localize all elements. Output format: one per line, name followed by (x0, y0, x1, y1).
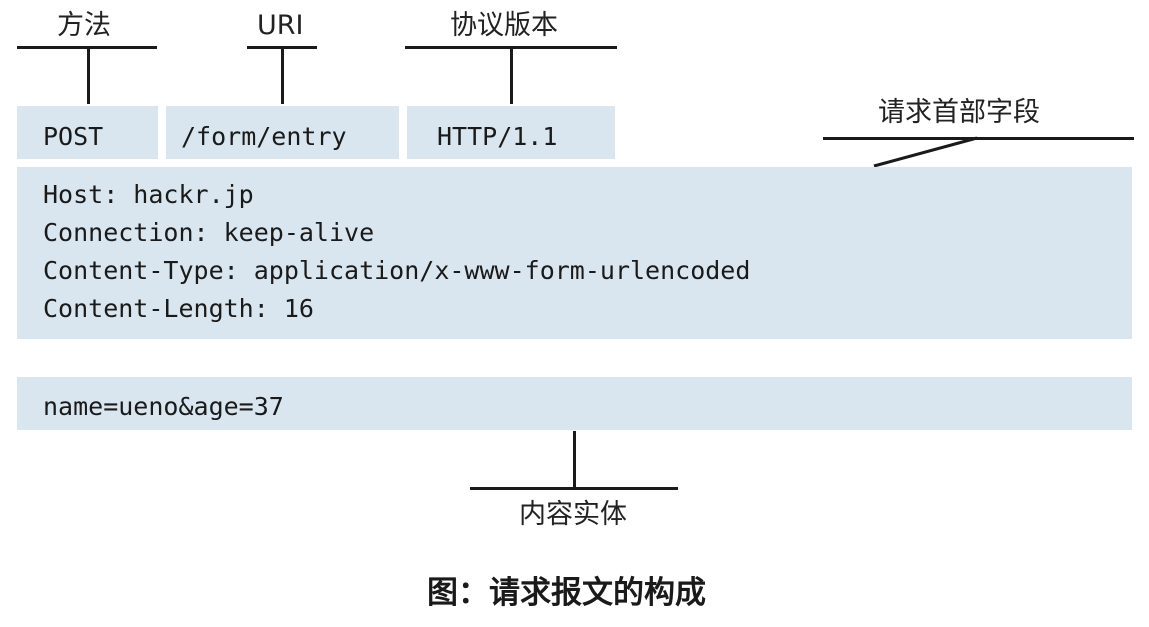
protocol-callout-vline (510, 46, 513, 104)
headers-callout-hline (823, 137, 1134, 140)
request-headers-label: 请求首部字段 (878, 97, 1040, 128)
version-box: HTTP/1.1 (407, 106, 615, 159)
version-value: HTTP/1.1 (437, 122, 558, 151)
header-connection: Connection: keep-alive (43, 218, 375, 247)
body-box: name=ueno&age=37 (17, 377, 1132, 430)
uri-box: /form/entry (166, 106, 399, 159)
header-content-length: Content-Length: 16 (43, 294, 314, 323)
uri-callout-vline (281, 46, 284, 104)
entity-callout-hline (470, 487, 678, 490)
method-box: POST (17, 106, 158, 159)
method-value: POST (43, 122, 104, 151)
headers-callout-slant (873, 136, 978, 168)
method-label: 方法 (57, 10, 111, 41)
figure-caption: 图：请求报文的构成 (427, 575, 706, 611)
uri-label: URI (257, 10, 304, 41)
header-host: Host: hackr.jp (43, 180, 254, 209)
entity-callout-vline (573, 431, 576, 489)
uri-value: /form/entry (181, 122, 347, 151)
header-content-type: Content-Type: application/x-www-form-url… (43, 256, 751, 285)
entity-body-label: 内容实体 (519, 499, 627, 530)
method-callout-vline (87, 46, 90, 104)
protocol-version-label: 协议版本 (450, 10, 558, 41)
body-value: name=ueno&age=37 (43, 392, 284, 421)
headers-box: Host: hackr.jp Connection: keep-alive Co… (17, 167, 1132, 339)
